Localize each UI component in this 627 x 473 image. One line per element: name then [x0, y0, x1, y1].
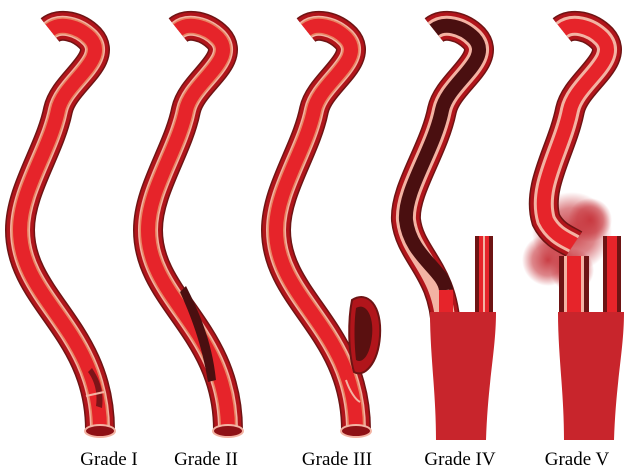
vessel-opening — [213, 425, 243, 437]
grade-4-label: Grade IV — [400, 449, 520, 471]
grade-2-label: Grade II — [146, 449, 266, 471]
panel-grade-3-vessel — [276, 26, 380, 437]
carotid-bifurcation — [430, 312, 496, 440]
panel-grade-2-vessel — [148, 26, 243, 437]
panel-grade-5-vessel — [522, 26, 624, 440]
grade-3-label: Grade III — [277, 449, 397, 471]
panel-grade-4-vessel — [406, 26, 496, 440]
vessel-opening — [85, 425, 115, 437]
vessel-opening — [341, 425, 371, 437]
grade-5-label: Grade V — [527, 449, 627, 471]
panel-grade-1-vessel — [20, 26, 115, 437]
carotid-bifurcation — [558, 312, 624, 440]
